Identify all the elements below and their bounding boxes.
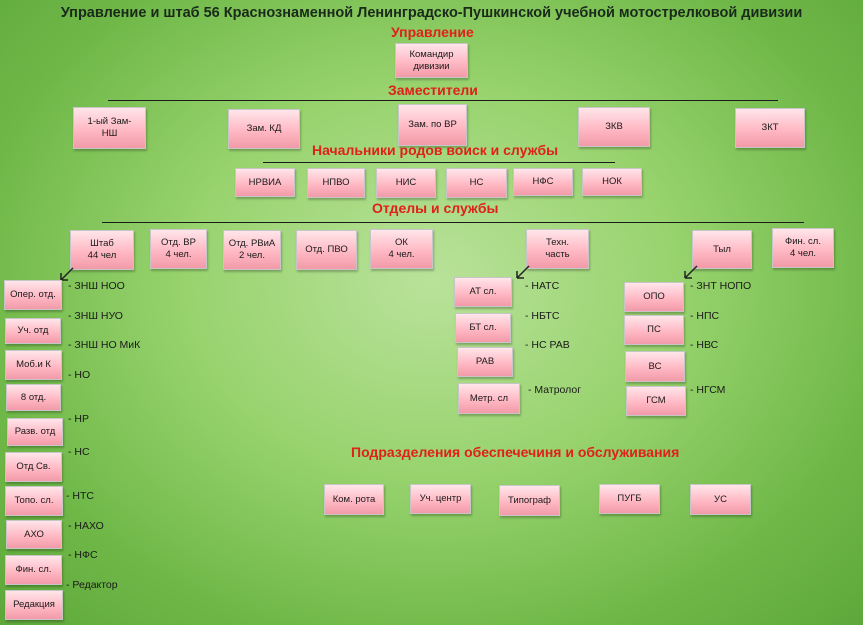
chief-box: НФС [513,168,573,196]
staff-unit-box: 8 отд. [6,384,61,411]
staff-unit-label: - ЗНШ НОО [68,280,125,292]
diagram-title: Управление и штаб 56 Краснознаменной Лен… [60,5,803,21]
support-unit-box: Ком. рота [324,484,384,515]
section-chiefs: Начальники родов воиск и службы [312,142,559,158]
staff-unit-box: Редакция [5,590,63,620]
chief-box: НИС [376,168,436,198]
chief-box: НРВИА [235,168,295,197]
staff-unit-label: - ЗНШ НУО [68,310,123,322]
arrow-icon [684,265,698,279]
staff-unit-label: - НАХО [68,520,104,532]
section-management: Управление [391,24,474,40]
tech-unit-label: - НС РАВ [525,339,570,351]
rear-unit-box: ОПО [624,282,684,312]
support-unit-box: Типограф [499,485,560,516]
arrow-icon [516,265,530,279]
tech-unit-box: РАВ [457,347,513,377]
department-box: Техн.часть [526,229,589,269]
arrow-icon [60,267,74,281]
staff-unit-box: Моб.и К [5,350,62,380]
staff-unit-box: АХО [6,520,62,549]
deputies-line [108,100,778,101]
tech-unit-label: - Матролог [528,384,582,396]
staff-unit-label: - НТС [66,490,94,502]
section-support: Подразделения обеспечечиня и обслуживани… [351,444,680,460]
chief-box: НПВО [307,168,365,198]
tech-unit-box: Метр. сл [458,383,520,414]
staff-unit-box: Топо. сл. [5,486,63,516]
chief-box: НС [446,168,507,198]
section-deputies: Заместители [388,82,478,98]
tech-unit-label: - НАТС [525,280,560,292]
staff-unit-label: - НФС [68,549,98,561]
section-departments: Отделы и службы [372,200,499,216]
deputy-box: 1-ый Зам-НШ [73,107,146,149]
staff-unit-label: - ЗНШ НО МиК [68,339,141,351]
rear-unit-label: - НГСМ [690,384,726,396]
rear-unit-label: - НПС [690,310,720,322]
deputy-box: Зам. по ВР [398,104,467,146]
chief-box: НОК [582,168,642,196]
rear-unit-box: ГСМ [626,386,686,416]
deputy-box: ЗКВ [578,107,650,147]
staff-unit-box: Опер. отд. [4,280,62,310]
staff-unit-label: - НО [68,369,91,381]
rear-unit-label: - НВС [690,339,719,351]
staff-unit-box: Отд Св. [5,452,62,482]
department-box: Тыл [692,230,752,269]
department-box: Фин. сл.4 чел. [772,228,834,268]
deputy-box: Зам. КД [228,109,300,149]
staff-unit-label: - НС [68,446,90,458]
tech-unit-box: БТ сл. [455,313,511,343]
tech-unit-box: АТ сл. [454,277,512,307]
support-unit-box: Уч. центр [410,484,471,514]
staff-unit-label: - Редактор [66,579,118,591]
rear-unit-box: ВС [625,351,685,382]
staff-unit-label: - НР [68,413,89,425]
rear-unit-box: ПС [624,315,684,345]
support-unit-box: УС [690,484,751,515]
chiefs-line [263,162,615,163]
tech-unit-label: - НБТС [525,310,560,322]
staff-unit-box: Уч. отд [5,318,61,344]
staff-unit-box: Фин. сл. [5,555,62,585]
support-unit-box: ПУГБ [599,484,660,514]
departments-line [102,222,804,223]
rear-unit-label: - ЗНТ НОПО [690,280,752,292]
deputy-box: ЗКТ [735,108,805,148]
department-box: Отд. ПВО [296,230,357,270]
staff-unit-box: Разв. отд [7,418,63,446]
